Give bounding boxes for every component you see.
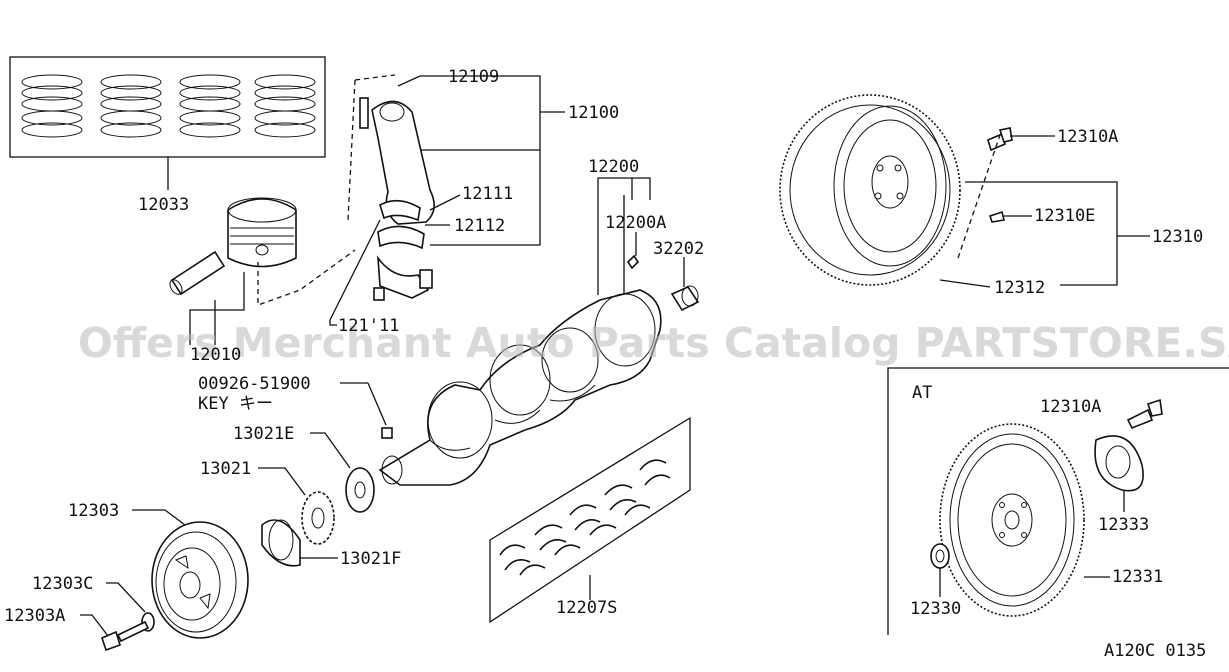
callout-12010[interactable]: 12010 bbox=[190, 345, 241, 365]
callout-32202[interactable]: 32202 bbox=[653, 239, 704, 259]
callout-12312[interactable]: 12312 bbox=[994, 278, 1045, 298]
callout-12303A[interactable]: 12303A bbox=[4, 606, 65, 626]
flywheel-assembly[interactable] bbox=[779, 94, 961, 286]
piston-ring-set[interactable] bbox=[9, 56, 326, 190]
callout-12033[interactable]: 12033 bbox=[138, 195, 189, 215]
callout-12200A[interactable]: 12200A bbox=[605, 213, 666, 233]
woodruff-key[interactable] bbox=[381, 427, 393, 439]
flywheel-dowel[interactable] bbox=[988, 210, 1005, 223]
callout-13021F[interactable]: 13021F bbox=[340, 549, 401, 569]
callout-13021[interactable]: 13021 bbox=[200, 459, 251, 479]
callout-12310E[interactable]: 12310E bbox=[1034, 206, 1095, 226]
main-bearing-set[interactable] bbox=[489, 416, 691, 624]
at-section-frame bbox=[887, 367, 1229, 635]
callout-12303[interactable]: 12303 bbox=[68, 501, 119, 521]
drawing-code: A120C 0135 bbox=[1104, 641, 1206, 661]
connecting-rod[interactable] bbox=[359, 97, 435, 301]
callout-12100[interactable]: 12100 bbox=[568, 103, 619, 123]
oil-pump-drive-spacer[interactable] bbox=[345, 467, 375, 513]
callout-12207S[interactable]: 12207S bbox=[556, 598, 617, 618]
flywheel-bolt[interactable] bbox=[987, 127, 1013, 152]
piston-pin[interactable] bbox=[167, 250, 226, 296]
callout-12310[interactable]: 12310 bbox=[1152, 227, 1203, 247]
callout-12112[interactable]: 12112 bbox=[454, 216, 505, 236]
callout-12200[interactable]: 12200 bbox=[588, 157, 639, 177]
piston[interactable] bbox=[227, 197, 297, 268]
crank-sprocket-plate[interactable] bbox=[261, 519, 301, 567]
drive-plate-bolt[interactable] bbox=[1126, 398, 1163, 430]
crankshaft[interactable] bbox=[378, 289, 662, 486]
crank-key[interactable] bbox=[626, 254, 640, 270]
pilot-bushing[interactable] bbox=[670, 285, 700, 312]
callout-12111[interactable]: 12111 bbox=[462, 184, 513, 204]
drive-plate[interactable] bbox=[939, 423, 1085, 617]
crankshaft-pulley[interactable] bbox=[151, 521, 249, 639]
callout-00926-51900[interactable]: 00926-51900 bbox=[198, 374, 311, 394]
drive-plate-reinforcement[interactable] bbox=[1094, 435, 1144, 492]
leader-12010 bbox=[189, 272, 245, 345]
pilot-converter[interactable] bbox=[930, 543, 950, 569]
callout-12330[interactable]: 12330 bbox=[910, 599, 961, 619]
callout-12331[interactable]: 12331 bbox=[1112, 567, 1163, 587]
callout-12310A-at[interactable]: 12310A bbox=[1040, 397, 1101, 417]
callout-12111-b[interactable]: 121'11 bbox=[338, 316, 399, 336]
pulley-bolt[interactable] bbox=[101, 620, 150, 652]
crankshaft-sprocket[interactable] bbox=[301, 491, 335, 545]
callout-12109[interactable]: 12109 bbox=[448, 67, 499, 87]
callout-12303C[interactable]: 12303C bbox=[32, 574, 93, 594]
watermark: Offers Merchant Auto Parts Catalog PARTS… bbox=[78, 319, 1229, 367]
callout-13021E[interactable]: 13021E bbox=[233, 424, 294, 444]
at-section-label: AT bbox=[912, 383, 932, 403]
callout-12333[interactable]: 12333 bbox=[1098, 515, 1149, 535]
callout-key[interactable]: KEY キー bbox=[198, 394, 273, 414]
callout-12310A[interactable]: 12310A bbox=[1057, 127, 1118, 147]
